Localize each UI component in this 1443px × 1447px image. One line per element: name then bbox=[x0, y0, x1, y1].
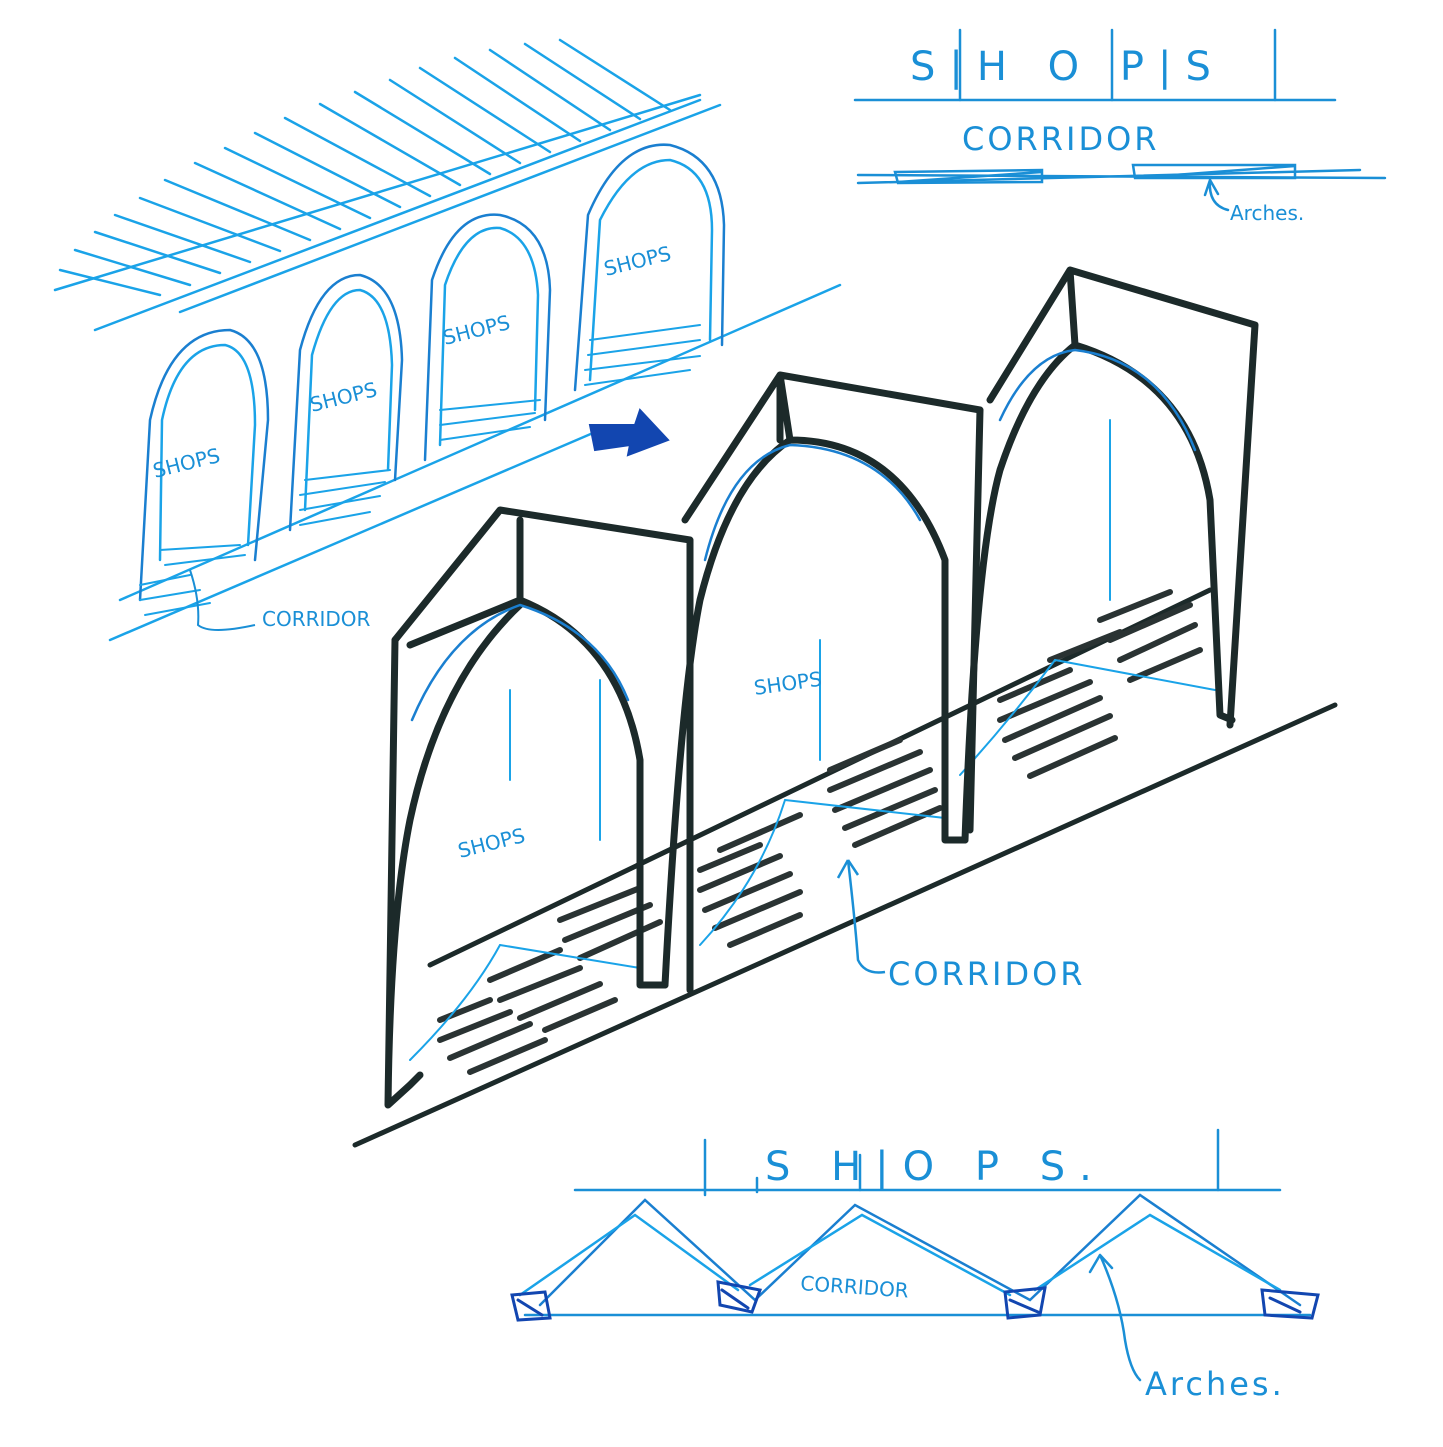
shops-label-main-1: SHOPS bbox=[455, 823, 527, 863]
arrow-icon bbox=[588, 408, 670, 457]
arch-blue-outlines bbox=[410, 348, 1197, 722]
corridor-hatching bbox=[437, 589, 1203, 1075]
floor-hatching bbox=[139, 324, 701, 616]
corridor-plan-label-bottom: CORRIDOR bbox=[800, 1271, 910, 1303]
arch-2-inner bbox=[303, 288, 394, 512]
zigzag-plan bbox=[538, 1193, 1302, 1307]
arch-frame-1 bbox=[384, 506, 694, 1109]
arch-1 bbox=[138, 328, 270, 602]
bottom-labels: S H|O P S. CORRIDOR Arches. bbox=[765, 1144, 1285, 1403]
guide-lines bbox=[409, 419, 1216, 1061]
corridor-leader-top-left bbox=[189, 569, 256, 631]
arch-frame-2 bbox=[661, 371, 984, 989]
shops-label-3: SHOPS bbox=[440, 310, 512, 350]
corridor-lines bbox=[856, 168, 1387, 185]
top-right-plan bbox=[853, 28, 1387, 212]
arches-leader-top bbox=[1203, 178, 1230, 212]
corridor-label-top-left: CORRIDOR bbox=[262, 607, 371, 631]
corridor-back-edge bbox=[427, 587, 1213, 968]
shops-plan-label-top: S|H O P|S bbox=[910, 44, 1225, 90]
arch-3 bbox=[423, 213, 552, 462]
arches-leader-bottom bbox=[1088, 1253, 1142, 1382]
arch-3-inner bbox=[438, 226, 540, 447]
top-left-arcade-sketch bbox=[53, 38, 842, 642]
bottom-plan bbox=[510, 1128, 1320, 1382]
shops-label-2: SHOPS bbox=[307, 377, 379, 417]
corridor-label-main: CORRIDOR bbox=[888, 955, 1086, 993]
arch-1-inner bbox=[158, 343, 257, 562]
corridor-front-edge bbox=[352, 702, 1338, 1148]
roof-hatching bbox=[58, 38, 672, 297]
arch-4-inner bbox=[588, 158, 714, 382]
arch-2 bbox=[288, 273, 404, 532]
ground-line bbox=[108, 428, 602, 642]
shops-plan-label-bottom: S H|O P S. bbox=[765, 1144, 1106, 1190]
arches-label-bottom: Arches. bbox=[1145, 1365, 1285, 1403]
corridor-leader-main bbox=[836, 859, 886, 974]
roof-edge bbox=[53, 93, 722, 332]
arch-plan-1 bbox=[893, 168, 1044, 185]
shops-label-main-2: SHOPS bbox=[752, 667, 823, 700]
arches-label-top: Arches. bbox=[1230, 201, 1304, 225]
arch-plan-2 bbox=[1131, 163, 1297, 180]
top-right-labels: S|H O P|S CORRIDOR Arches. bbox=[910, 44, 1304, 225]
shops-label-4: SHOPS bbox=[601, 241, 673, 281]
arch-columns-bottom bbox=[510, 1280, 1320, 1322]
main-arcade-sketch bbox=[352, 266, 1338, 1148]
corridor-edge bbox=[118, 283, 842, 602]
zigzag-plan-inner bbox=[518, 1213, 1282, 1297]
arch-4 bbox=[573, 143, 726, 392]
corridor-plan-label-top: CORRIDOR bbox=[962, 120, 1160, 158]
